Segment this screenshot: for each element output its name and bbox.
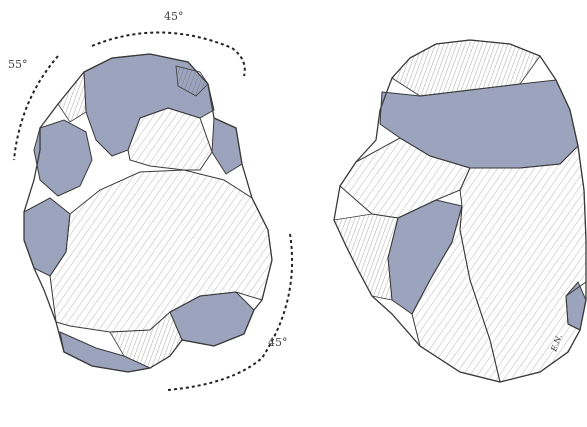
shaded-scar bbox=[211, 117, 243, 175]
angle-arc-left bbox=[13, 55, 59, 161]
flake-scar bbox=[57, 70, 87, 123]
angle-label-top: 45° bbox=[164, 10, 184, 23]
flake-scar bbox=[175, 65, 209, 97]
artifact-right bbox=[333, 39, 587, 383]
angle-arc-top bbox=[91, 31, 246, 77]
flake-scar bbox=[127, 107, 213, 171]
flake-scar bbox=[391, 39, 541, 97]
shaded-scar bbox=[33, 119, 93, 197]
retouch-edge bbox=[333, 213, 399, 301]
angle-label-left: 55° bbox=[8, 58, 28, 71]
flake-scar bbox=[411, 205, 501, 383]
angle-arc-bottom-right bbox=[167, 233, 294, 391]
retouch-edge bbox=[109, 311, 183, 369]
artifact-left bbox=[23, 53, 273, 373]
angle-label-bottom-right: 45° bbox=[268, 336, 288, 349]
flake-scar bbox=[339, 137, 471, 219]
